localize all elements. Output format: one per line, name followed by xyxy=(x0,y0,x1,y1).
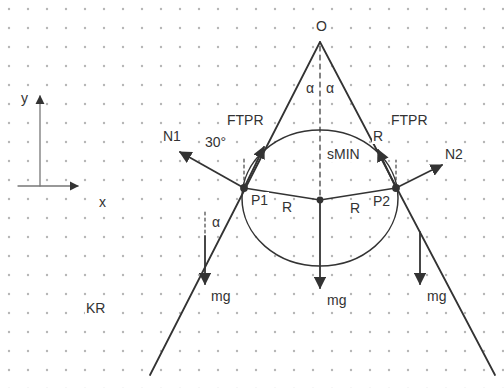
weight-arrow xyxy=(204,236,206,284)
label: N1 xyxy=(162,128,182,144)
label: R xyxy=(281,199,293,215)
label: mg xyxy=(210,288,231,304)
label: FTPR xyxy=(226,112,265,128)
label: mg xyxy=(426,288,447,304)
weight-arrow xyxy=(419,232,421,284)
normal-force-arrow xyxy=(180,152,244,188)
y-axis xyxy=(39,96,40,186)
label: O xyxy=(315,18,328,34)
vertical-dashed xyxy=(395,160,396,186)
vertical-dashed xyxy=(204,212,205,236)
label: FTPR xyxy=(390,112,429,128)
cone-side xyxy=(150,42,320,375)
label: R xyxy=(349,200,361,216)
cone-side xyxy=(320,42,495,375)
label: α xyxy=(305,80,315,96)
x-axis xyxy=(18,185,78,186)
vertical-dashed xyxy=(243,158,244,186)
weight-arrow xyxy=(319,202,321,288)
friction-force-arrow xyxy=(378,150,396,188)
label: R xyxy=(372,128,384,144)
label: x xyxy=(98,194,107,210)
friction-force-arrow xyxy=(244,147,264,188)
label: KR xyxy=(85,300,106,316)
label: N2 xyxy=(444,146,464,162)
label: sMIN xyxy=(326,146,361,162)
label: y xyxy=(20,90,29,106)
label: α xyxy=(325,80,335,96)
label: mg xyxy=(326,292,347,308)
label: α xyxy=(211,214,221,230)
label: P2 xyxy=(372,193,391,209)
label: 30° xyxy=(204,134,227,150)
axis-dashed xyxy=(319,46,320,198)
label: P1 xyxy=(250,192,269,208)
normal-force-arrow xyxy=(396,165,442,188)
